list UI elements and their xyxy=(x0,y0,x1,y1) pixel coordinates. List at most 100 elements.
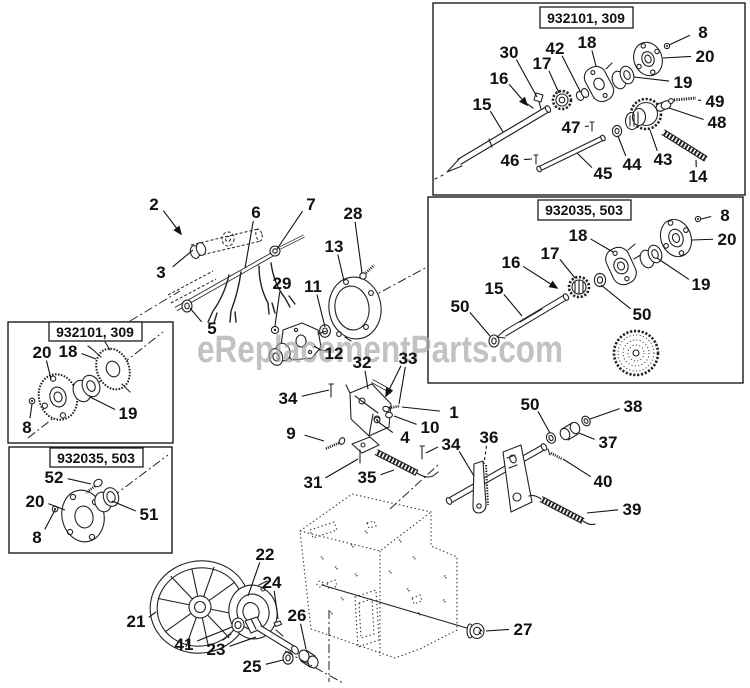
leader-line-25 xyxy=(265,659,284,665)
bolt-49 xyxy=(668,96,697,104)
callout-30: 30 xyxy=(500,43,519,62)
callout-23: 23 xyxy=(207,640,226,659)
hanger-bracket xyxy=(502,444,533,513)
inset-label-box-1 xyxy=(539,6,634,29)
bearing-flange-18 xyxy=(583,65,615,103)
spring-39 xyxy=(528,494,596,526)
washer-25 xyxy=(282,651,294,665)
leader-line-9 xyxy=(304,434,325,442)
friction-wheel-assembly xyxy=(149,560,344,684)
inset3-bearing-assembly xyxy=(27,331,164,439)
leader-line-34 xyxy=(425,446,439,454)
callout-32: 32 xyxy=(353,353,372,372)
callout-51: 51 xyxy=(140,505,159,524)
leader-line-13 xyxy=(337,254,345,282)
leader-line-8 xyxy=(29,403,33,419)
leader-line-8 xyxy=(44,509,56,530)
leader-line-45 xyxy=(576,152,593,168)
key-24 xyxy=(273,620,283,627)
leader-line-27 xyxy=(485,628,510,632)
callout-6: 6 xyxy=(251,203,260,222)
serrated-bracket-36 xyxy=(472,460,489,514)
flange-20 xyxy=(659,218,693,258)
plate-13 xyxy=(328,276,382,342)
inset4-plate-assembly xyxy=(51,454,169,543)
callout-34: 34 xyxy=(279,389,298,408)
inset-box-left-lower xyxy=(8,446,173,554)
callout-19: 19 xyxy=(692,275,711,294)
leader-line-17 xyxy=(548,70,560,94)
callout-36: 36 xyxy=(480,428,499,447)
callout-38: 38 xyxy=(624,397,643,416)
key-16 xyxy=(525,102,534,109)
coupling-26 xyxy=(298,649,319,669)
leader-line-43 xyxy=(649,129,658,151)
roller-42 xyxy=(575,88,590,101)
bolt-8 xyxy=(28,397,36,405)
inset-label-4: 932035, 503 xyxy=(57,450,135,466)
flange-20 xyxy=(633,41,663,77)
inset-box-top-right-upper xyxy=(432,2,746,196)
callout-21: 21 xyxy=(127,612,146,631)
shaft-45 xyxy=(536,134,606,173)
callout-44: 44 xyxy=(623,155,642,174)
leader-line-33 xyxy=(398,366,406,405)
leader-line-37 xyxy=(578,432,595,440)
callout-24: 24 xyxy=(263,573,282,592)
leader-line-15 xyxy=(489,110,504,133)
leader-line-8 xyxy=(700,215,712,220)
callout-37: 37 xyxy=(599,433,618,452)
leader-line-20 xyxy=(48,503,66,511)
leader-line-19 xyxy=(89,396,116,410)
bolt-1 xyxy=(382,404,401,413)
callout-47: 47 xyxy=(562,118,581,137)
inset2-shaft-assembly xyxy=(488,215,702,377)
leader-line-16 xyxy=(508,83,529,107)
callout-28: 28 xyxy=(344,204,363,223)
inset-label-box-2 xyxy=(537,199,632,221)
callout-39: 39 xyxy=(623,500,642,519)
callout-8: 8 xyxy=(22,418,31,437)
leader-line-10 xyxy=(393,415,417,425)
inset-label-box-4 xyxy=(49,447,144,468)
bearing-19 xyxy=(611,65,635,90)
bolt-28 xyxy=(359,264,375,280)
callout-31: 31 xyxy=(304,473,323,492)
leader-line-20 xyxy=(691,238,714,241)
leader-line-22 xyxy=(247,562,261,597)
callout-20: 20 xyxy=(26,492,45,511)
speed-selector-rod xyxy=(189,228,263,259)
bolt-8 xyxy=(694,215,702,223)
callout-10: 10 xyxy=(421,418,440,437)
leader-line-24 xyxy=(273,590,279,620)
leader-line-28 xyxy=(354,221,363,274)
callout-33: 33 xyxy=(399,349,418,368)
callout-41: 41 xyxy=(175,635,194,654)
leader-line-29 xyxy=(274,291,281,327)
leader-line-41 xyxy=(196,626,233,642)
callout-8: 8 xyxy=(698,23,707,42)
callout-43: 43 xyxy=(654,150,673,169)
sprocket-43 xyxy=(624,97,663,131)
bearing-flange-18 xyxy=(605,243,643,286)
callout-45: 45 xyxy=(594,164,613,183)
watermark: eReplacementParts.com xyxy=(197,329,563,371)
callout-50: 50 xyxy=(451,297,470,316)
bolt-29 xyxy=(270,325,280,335)
callout-26: 26 xyxy=(288,606,307,625)
threaded-rod-14 xyxy=(661,129,708,162)
leader-line-31 xyxy=(325,458,359,479)
screw-9 xyxy=(324,437,346,451)
bolt-8 xyxy=(51,505,59,513)
collar-41 xyxy=(231,617,245,633)
leader-line-19 xyxy=(656,257,690,280)
callout-1: 1 xyxy=(449,403,458,422)
callout-35: 35 xyxy=(358,468,377,487)
callout-22: 22 xyxy=(256,545,275,564)
leader-line-21 xyxy=(148,611,157,618)
plate-20 xyxy=(61,489,105,543)
leader-line-16 xyxy=(522,265,559,289)
inset-label-box-3 xyxy=(48,321,143,342)
leader-line-50 xyxy=(469,312,491,337)
